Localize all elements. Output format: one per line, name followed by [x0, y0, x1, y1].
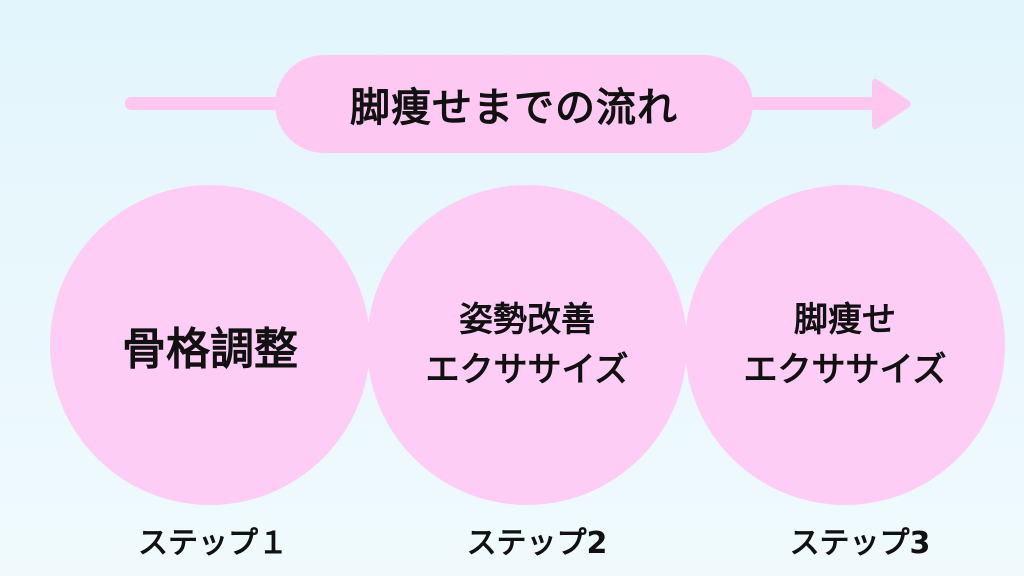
step-3-text-line-2: エクササイズ	[743, 350, 947, 390]
step-3-text-line-1: 脚痩せ	[794, 300, 896, 340]
step-1-circle: 骨格調整	[50, 185, 370, 505]
flow-title-text: 脚痩せまでの流れ	[350, 85, 678, 131]
step-2-text-line-2: エクササイズ	[425, 350, 629, 390]
step-3-label: ステップ3	[789, 526, 931, 561]
step-2-label: ステップ2	[466, 526, 608, 561]
step-1-label: ステップ１	[138, 526, 288, 561]
flow-title: 脚痩せまでの流れ	[275, 55, 753, 153]
step-1-text: 骨格調整	[122, 324, 298, 375]
step-2-text-line-1: 姿勢改善	[459, 300, 595, 340]
step-3-circle: 脚痩せ エクササイズ	[685, 185, 1005, 505]
arrow-head-icon	[872, 78, 911, 130]
step-2-circle: 姿勢改善 エクササイズ	[367, 185, 687, 505]
